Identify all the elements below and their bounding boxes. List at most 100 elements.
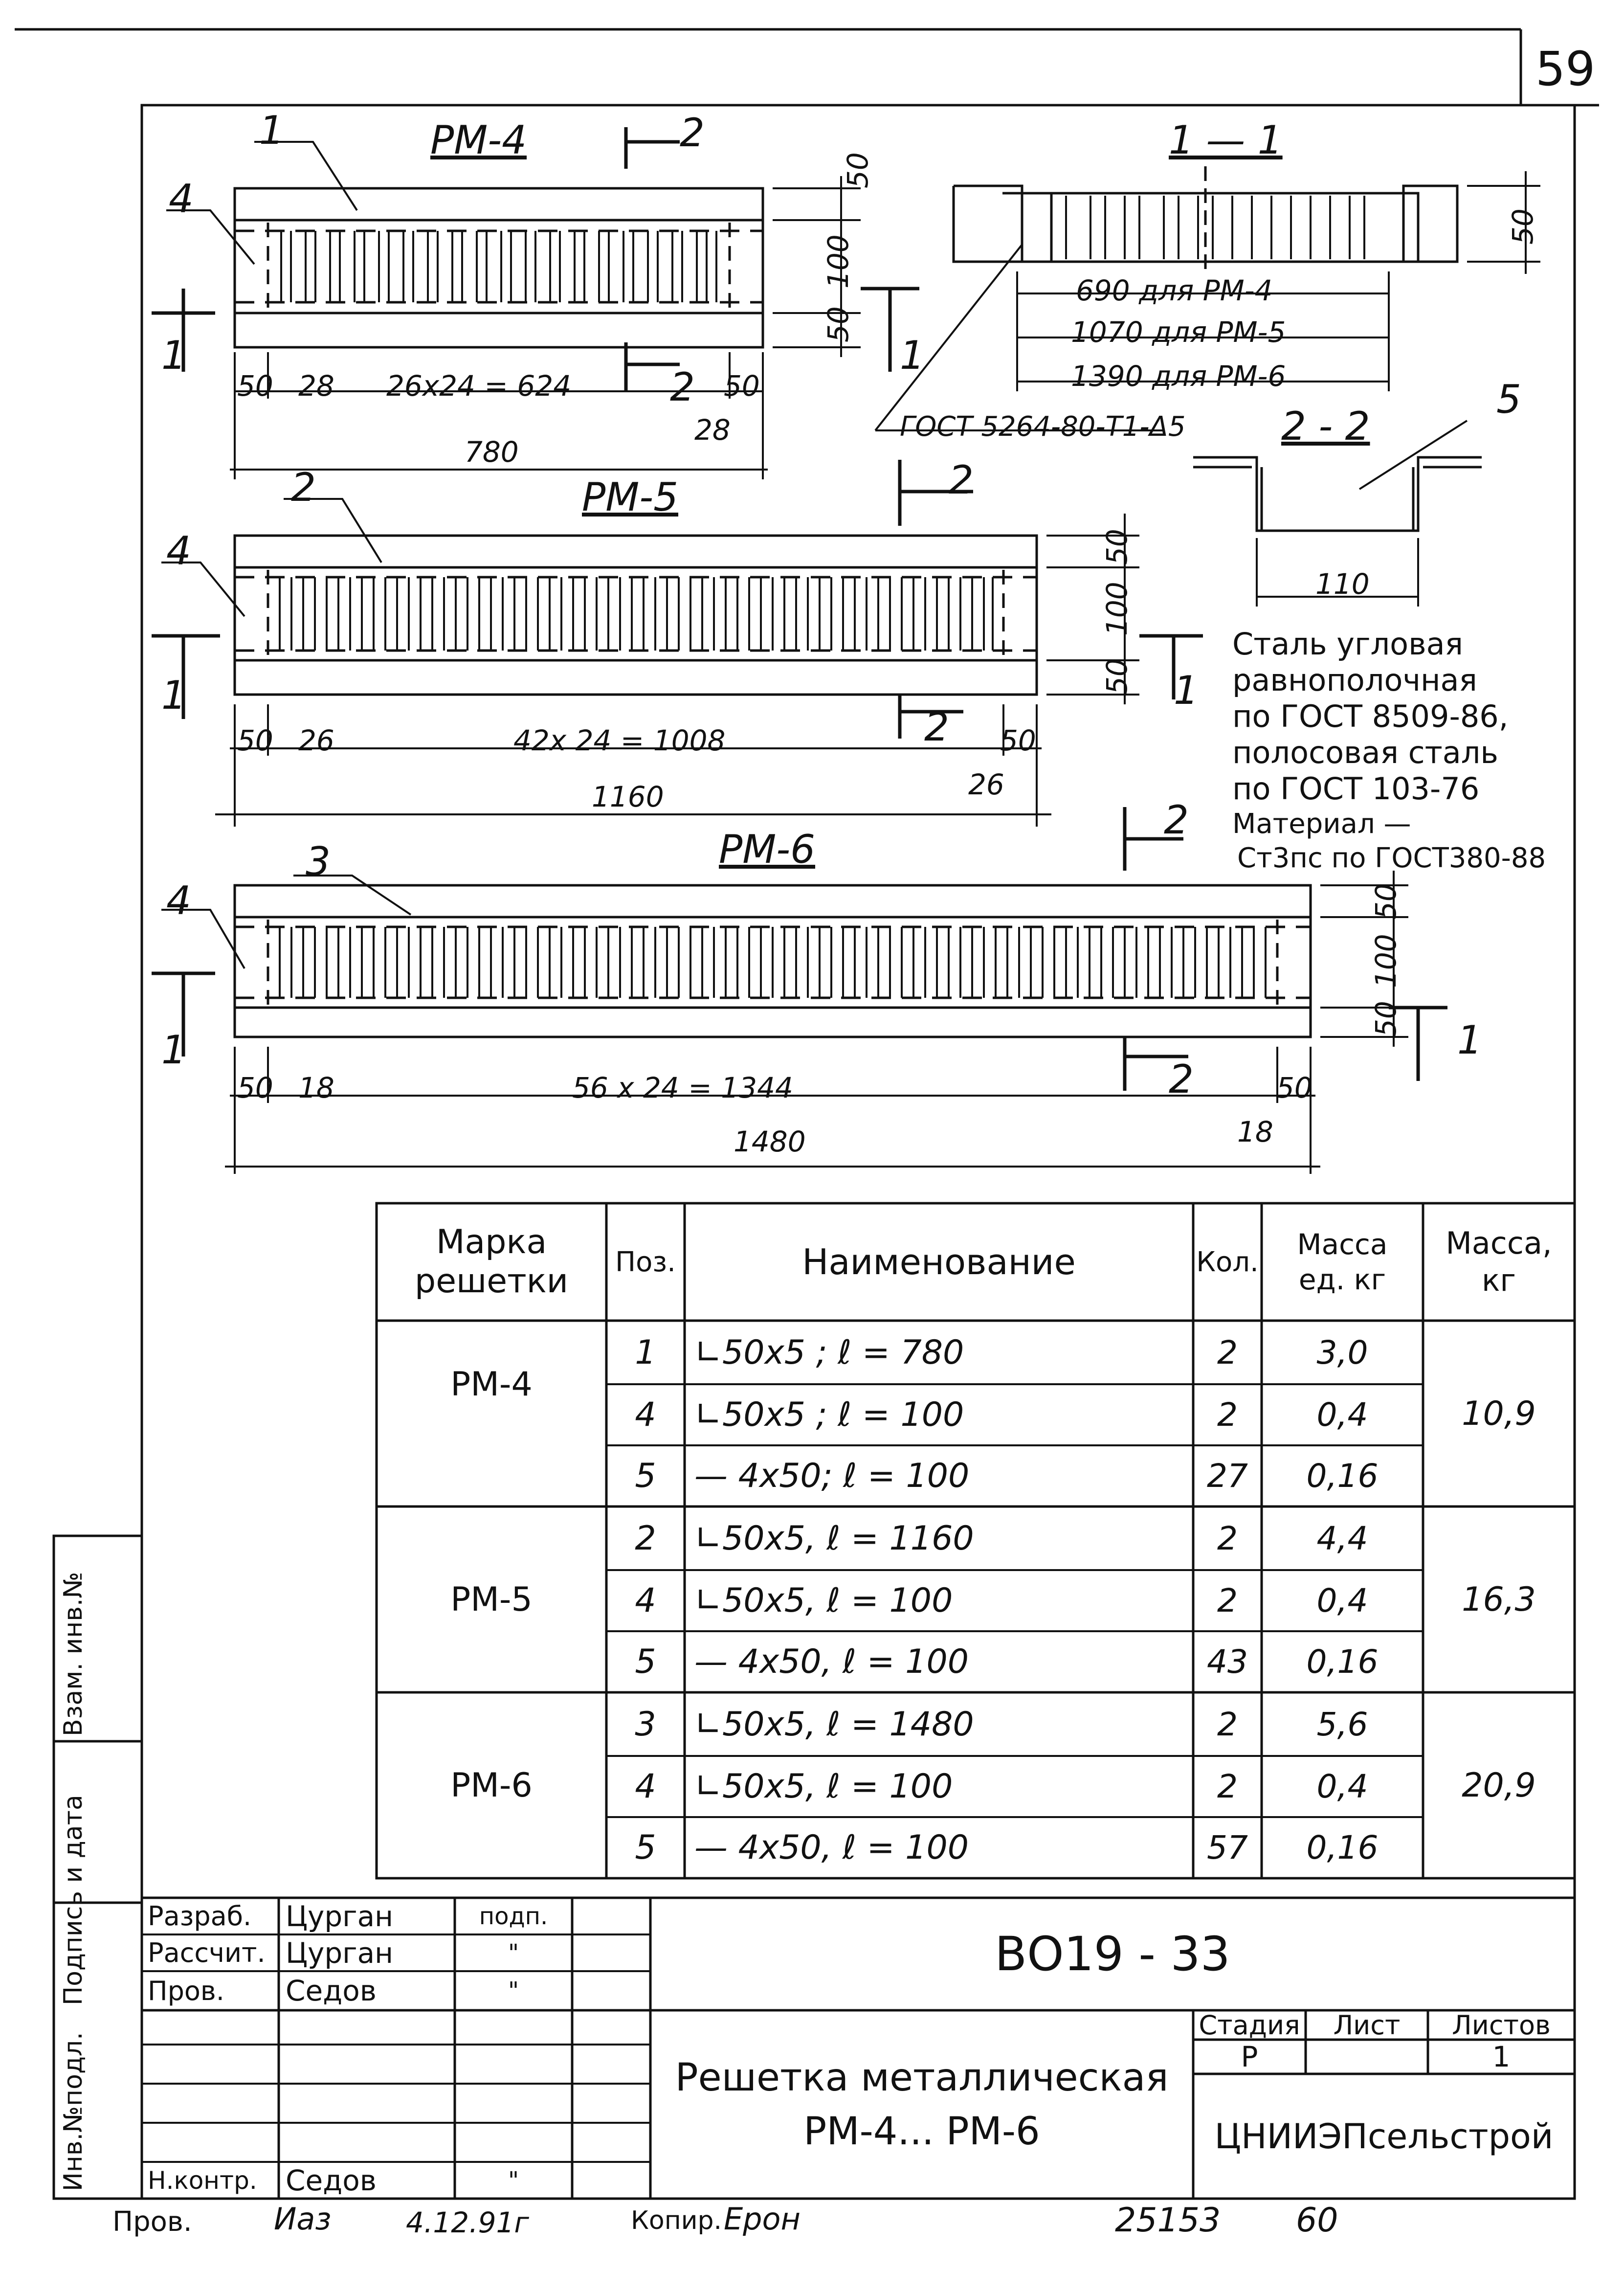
tb-sign: "	[508, 1977, 519, 2004]
row-pos: 4	[635, 1581, 656, 1620]
document-title: Решетка металлическая РМ-4... РМ-6	[650, 2010, 1193, 2199]
row-unit-mass: 0,4	[1316, 1582, 1368, 1619]
sheets-value: 1	[1492, 2040, 1511, 2073]
header-name: Наименование	[802, 1241, 1076, 1282]
rm5-dim-total: 1160	[592, 780, 664, 813]
rm6-grating	[233, 884, 1312, 1038]
footer-copy-signature: Ерон	[724, 2201, 801, 2237]
header-mass-line: кг	[1481, 1262, 1516, 1298]
rm6-end-label: 4	[166, 878, 191, 923]
rm4-cut-1-right: 1	[900, 333, 925, 378]
header-mark: Марка решетки	[377, 1203, 606, 1321]
steel-note-line: Сталь угловая	[1232, 626, 1463, 662]
row-qty: 2	[1217, 1582, 1238, 1619]
row-unit-mass: 0,16	[1306, 1643, 1379, 1681]
footer-format: 60	[1296, 2201, 1338, 2240]
rm4-cut-2-bottom: 2	[670, 364, 695, 410]
tb-name: Седов	[286, 2163, 377, 2197]
rm6-dim-last: 18	[1237, 1115, 1273, 1148]
rm4-dim-left: 50	[237, 369, 273, 403]
sheet-value	[1306, 2040, 1428, 2074]
rm6-cut-1-left: 1	[161, 1027, 186, 1073]
row-pos: 5	[635, 1642, 656, 1681]
section-2-2	[1193, 420, 1482, 607]
section-1-1-height: 50	[1506, 208, 1539, 245]
section-2-2-title: 2 - 2	[1281, 404, 1370, 449]
rm4-grating	[233, 187, 764, 349]
header-mass: Масса, кг	[1423, 1203, 1575, 1321]
row-pos: 4	[635, 1395, 656, 1434]
rm5-cut-2-top: 2	[949, 457, 974, 503]
spec-table-grid	[375, 1202, 1576, 1880]
rm4-bars	[280, 231, 717, 302]
rm4-dimensions	[230, 176, 861, 479]
tb-name: Седов	[286, 1974, 377, 2007]
rm6-dim-right: 50	[1276, 1071, 1313, 1104]
leaders	[161, 141, 412, 969]
rm4-dim-mid: 100	[822, 234, 855, 289]
rm6-cut-2-bottom: 2	[1169, 1057, 1194, 1102]
rm5-dim-pitch: 42х 24 = 1008	[513, 724, 726, 757]
rm6-bars	[279, 927, 1267, 998]
stage-value: Р	[1241, 2040, 1258, 2073]
section-1-1-length-rm6: 1390 для РМ-6	[1071, 360, 1286, 393]
rm6-dim-mid: 100	[1369, 934, 1402, 988]
rm4-dim-top: 50	[841, 152, 874, 188]
section-1-1-title: 1 — 1	[1169, 117, 1283, 163]
row-pos: 3	[635, 1705, 656, 1744]
rm6-section-marks	[152, 807, 1447, 1091]
footer-date: 4.12.91г	[406, 2206, 529, 2239]
rm5-pos-label: 2	[291, 465, 316, 510]
group-mass: 20,9	[1462, 1766, 1536, 1805]
rm5-cut-2-bottom: 2	[924, 704, 949, 750]
material-note: Материал — Ст3пс по ГОСТ380-88	[1232, 807, 1546, 876]
rm5-grating	[233, 534, 1038, 696]
rm4-dim-last: 28	[694, 413, 731, 447]
group-mark: РМ-4	[450, 1365, 533, 1404]
rm4-dim-first: 28	[298, 369, 334, 403]
section-2-2-width: 110	[1315, 567, 1370, 601]
row-unit-mass: 4,4	[1316, 1519, 1368, 1557]
stage-label: Стадия	[1199, 2009, 1300, 2041]
row-pos: 4	[635, 1767, 656, 1806]
row-name: — 4х50, ℓ = 100	[694, 1642, 969, 1681]
rm4-pos-label: 1	[259, 108, 284, 153]
tb-sign: "	[508, 2166, 519, 2194]
section-2-2-pos-label: 5	[1496, 377, 1521, 422]
rm6-dimensions	[225, 871, 1408, 1174]
rm5-cut-1-left: 1	[161, 673, 186, 718]
row-qty: 2	[1217, 1768, 1238, 1805]
weld-standard: ГОСТ 5264-80-Т1-Δ5	[900, 411, 1186, 443]
group-mark: РМ-5	[450, 1580, 533, 1619]
header-mark-line: решетки	[415, 1262, 568, 1301]
rm5-section-marks	[152, 460, 1203, 739]
rm6-dim-left: 50	[237, 1071, 273, 1104]
row-unit-mass: 0,4	[1316, 1768, 1368, 1805]
tb-name: Цурган	[286, 1899, 394, 1933]
header-unit-mass-line: Масса	[1297, 1228, 1388, 1261]
sheet-number: 59	[1535, 42, 1596, 96]
section-1-1	[874, 166, 1540, 431]
row-pos: 5	[635, 1457, 656, 1495]
document-code: ВО19 - 33	[995, 1927, 1230, 1981]
row-name: ∟50х5, ℓ = 1480	[694, 1705, 974, 1744]
rm6-dim-bot: 50	[1369, 1001, 1402, 1037]
row-name: — 4х50, ℓ = 100	[694, 1828, 969, 1867]
section-1-1-length-rm5: 1070 для РМ-5	[1071, 315, 1286, 349]
header-mark-line: Марка	[436, 1223, 547, 1261]
tb-role: Пров.	[148, 1975, 224, 2006]
row-unit-mass: 0,4	[1316, 1396, 1368, 1434]
row-qty: 43	[1207, 1643, 1248, 1681]
sheet-frame	[15, 28, 1599, 2200]
header-qty: Кол.	[1196, 1246, 1259, 1278]
steel-note-line: равнополочная	[1232, 662, 1477, 698]
rm5-dim-mid: 100	[1100, 582, 1134, 636]
organization-name: ЦНИИЭПсельстрой	[1214, 2116, 1554, 2157]
tb-role: Разраб.	[148, 1901, 252, 1932]
row-name: ∟50х5, ℓ = 100	[694, 1767, 953, 1806]
rm6-dim-top: 50	[1369, 883, 1402, 920]
row-unit-mass: 0,16	[1306, 1457, 1379, 1495]
header-unit-mass: Масса ед. кг	[1262, 1203, 1423, 1321]
sheet-label: Лист	[1333, 2009, 1401, 2041]
rm5-dimensions	[215, 514, 1139, 827]
